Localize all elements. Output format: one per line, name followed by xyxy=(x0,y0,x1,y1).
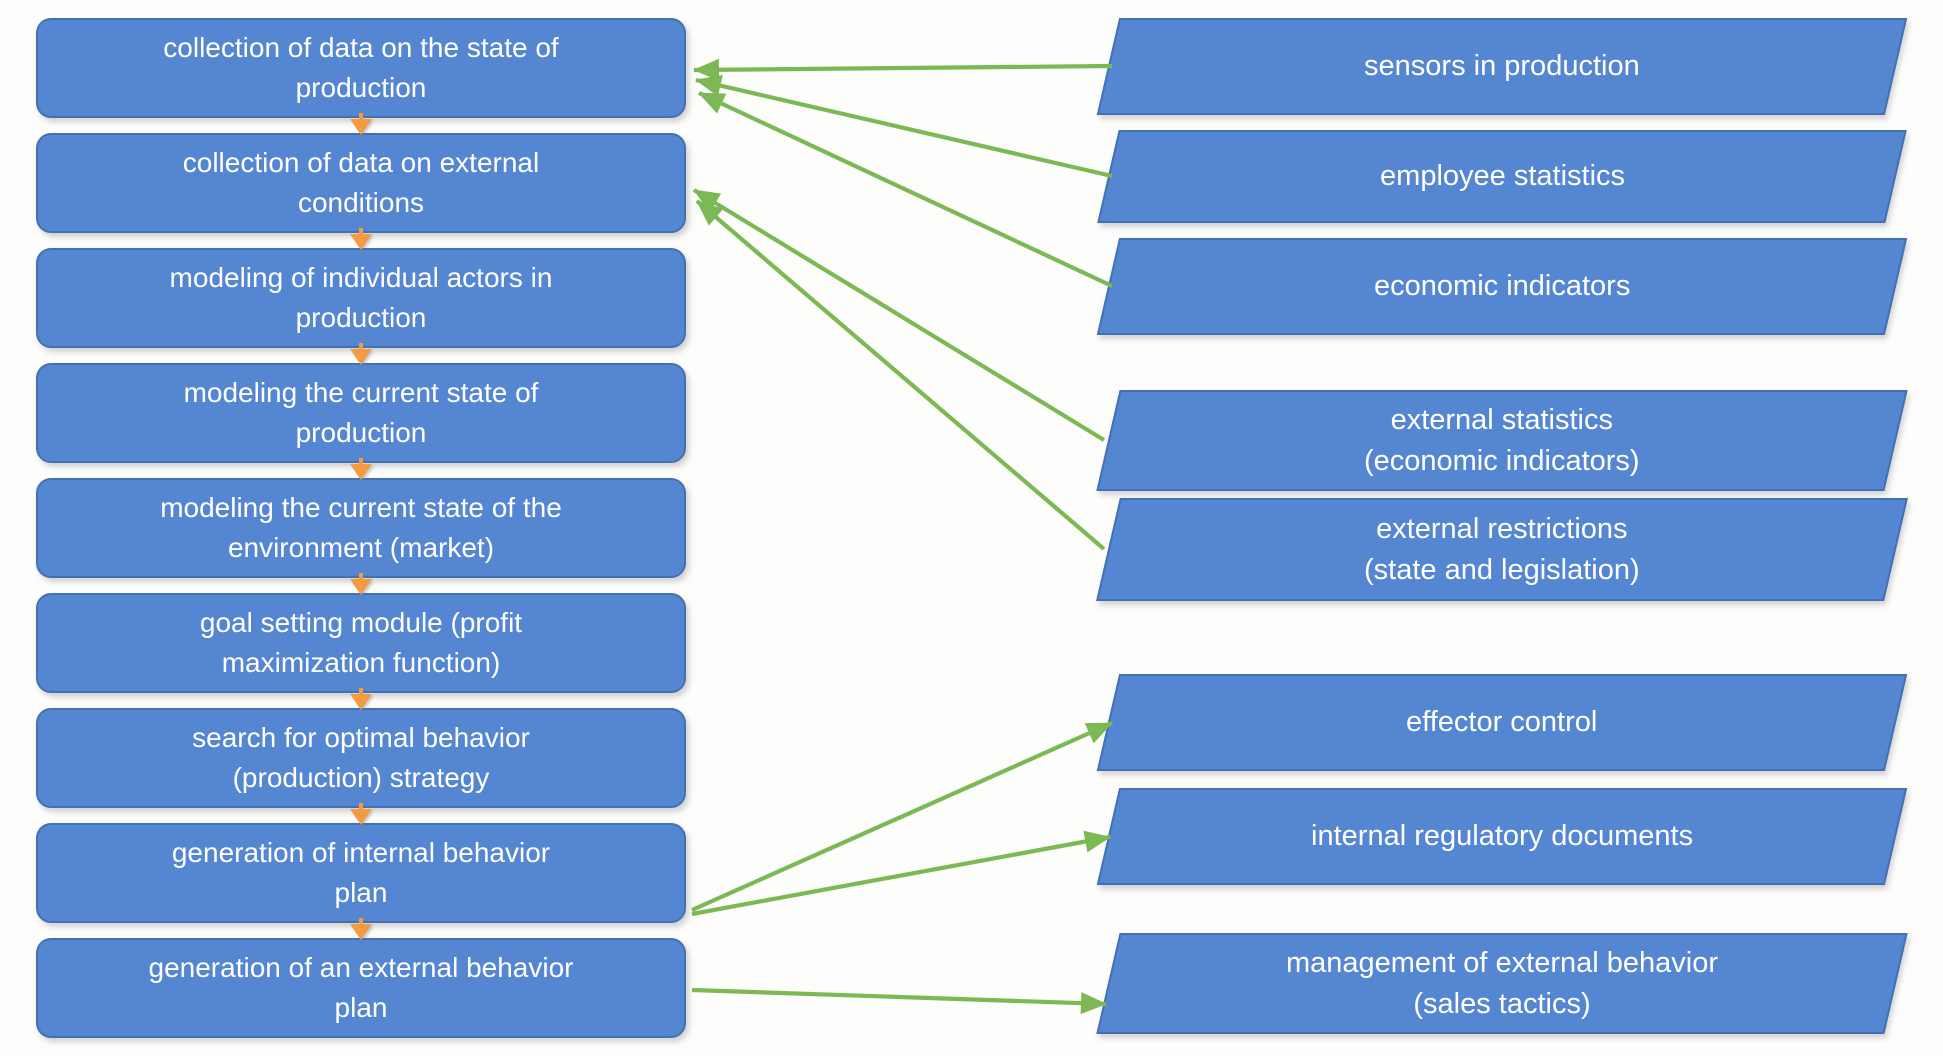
down-arrow-stem xyxy=(359,573,363,580)
src-2-parallelogram: employee statistics xyxy=(1097,130,1907,223)
process-step-label: generation of internal behavior plan xyxy=(171,836,551,908)
down-arrow-head xyxy=(350,234,372,250)
down-arrow-head xyxy=(350,119,372,135)
down-arrow-stem xyxy=(359,113,363,120)
step-6-box: goal setting module (profit maximization… xyxy=(36,593,686,693)
down-arrow-head xyxy=(350,579,372,595)
down-arrow-stem xyxy=(359,458,363,465)
down-arrow-head xyxy=(350,349,372,365)
down-arrow-stem xyxy=(359,228,363,235)
io-parallelogram-label: economic indicators xyxy=(1373,270,1631,303)
green-arrow-src-3-to-step-1 xyxy=(698,91,1113,288)
step-4-box: modeling the current state of production xyxy=(36,363,686,463)
down-arrow-stem xyxy=(359,918,363,925)
green-arrow-step-9-to-src-8 xyxy=(691,987,1107,1015)
process-step-label: modeling the current state of production xyxy=(183,376,539,448)
src-6-parallelogram: effector control xyxy=(1096,674,1908,771)
green-arrow-src-5-to-step-2 xyxy=(695,199,1106,551)
flow-down-arrow-1 xyxy=(350,113,372,135)
down-arrow-stem xyxy=(359,688,363,695)
flow-down-arrow-7 xyxy=(350,803,372,825)
process-step-label: generation of an external behavior plan xyxy=(148,951,574,1023)
src-8-parallelogram: management of external behavior (sales t… xyxy=(1096,933,1908,1034)
src-1-parallelogram: sensors in production xyxy=(1096,18,1908,115)
down-arrow-head xyxy=(350,464,372,480)
step-5-box: modeling the current state of the enviro… xyxy=(36,478,686,578)
green-arrow-step-8-to-src-7 xyxy=(691,830,1111,917)
process-step-label: goal setting module (profit maximization… xyxy=(199,606,523,678)
flow-down-arrow-2 xyxy=(350,228,372,250)
io-parallelogram-label: management of external behavior (sales t… xyxy=(1285,946,1719,1020)
process-step-label: modeling the current state of the enviro… xyxy=(160,491,562,563)
src-4-parallelogram: external statistics (economic indicators… xyxy=(1096,390,1908,491)
green-arrow-src-2-to-step-1 xyxy=(695,74,1113,179)
step-8-box: generation of internal behavior plan xyxy=(36,823,686,923)
step-2-box: collection of data on external condition… xyxy=(36,133,686,233)
green-arrow-step-8-to-src-6 xyxy=(691,721,1113,912)
down-arrow-stem xyxy=(359,803,363,810)
flow-down-arrow-3 xyxy=(350,343,372,365)
step-7-box: search for optimal behavior (production)… xyxy=(36,708,686,808)
src-5-parallelogram: external restrictions (state and legisla… xyxy=(1096,498,1908,601)
green-arrow-src-4-to-step-2 xyxy=(692,188,1106,442)
step-9-box: generation of an external behavior plan xyxy=(36,938,686,1038)
flow-down-arrow-5 xyxy=(350,573,372,595)
down-arrow-head xyxy=(350,694,372,710)
io-parallelogram-label: employee statistics xyxy=(1379,160,1625,193)
process-step-label: collection of data on the state of produ… xyxy=(163,31,559,103)
flow-down-arrow-8 xyxy=(350,918,372,940)
down-arrow-head xyxy=(350,924,372,940)
green-arrow-src-1-to-step-1 xyxy=(693,58,1113,81)
io-parallelogram-label: external restrictions (state and legisla… xyxy=(1364,512,1640,586)
down-arrow-head xyxy=(350,809,372,825)
flow-down-arrow-6 xyxy=(350,688,372,710)
io-parallelogram-label: effector control xyxy=(1406,706,1598,739)
src-7-parallelogram: internal regulatory documents xyxy=(1096,788,1908,885)
step-1-box: collection of data on the state of produ… xyxy=(36,18,686,118)
step-3-box: modeling of individual actors in product… xyxy=(36,248,686,348)
process-step-label: modeling of individual actors in product… xyxy=(169,261,553,333)
io-parallelogram-label: internal regulatory documents xyxy=(1310,820,1694,853)
io-parallelogram-label: external statistics (economic indicators… xyxy=(1364,403,1640,477)
src-3-parallelogram: economic indicators xyxy=(1096,238,1908,335)
flow-down-arrow-4 xyxy=(350,458,372,480)
down-arrow-stem xyxy=(359,343,363,350)
io-parallelogram-label: sensors in production xyxy=(1364,50,1640,83)
process-step-label: search for optimal behavior (production)… xyxy=(192,721,530,793)
process-step-label: collection of data on external condition… xyxy=(182,146,540,218)
